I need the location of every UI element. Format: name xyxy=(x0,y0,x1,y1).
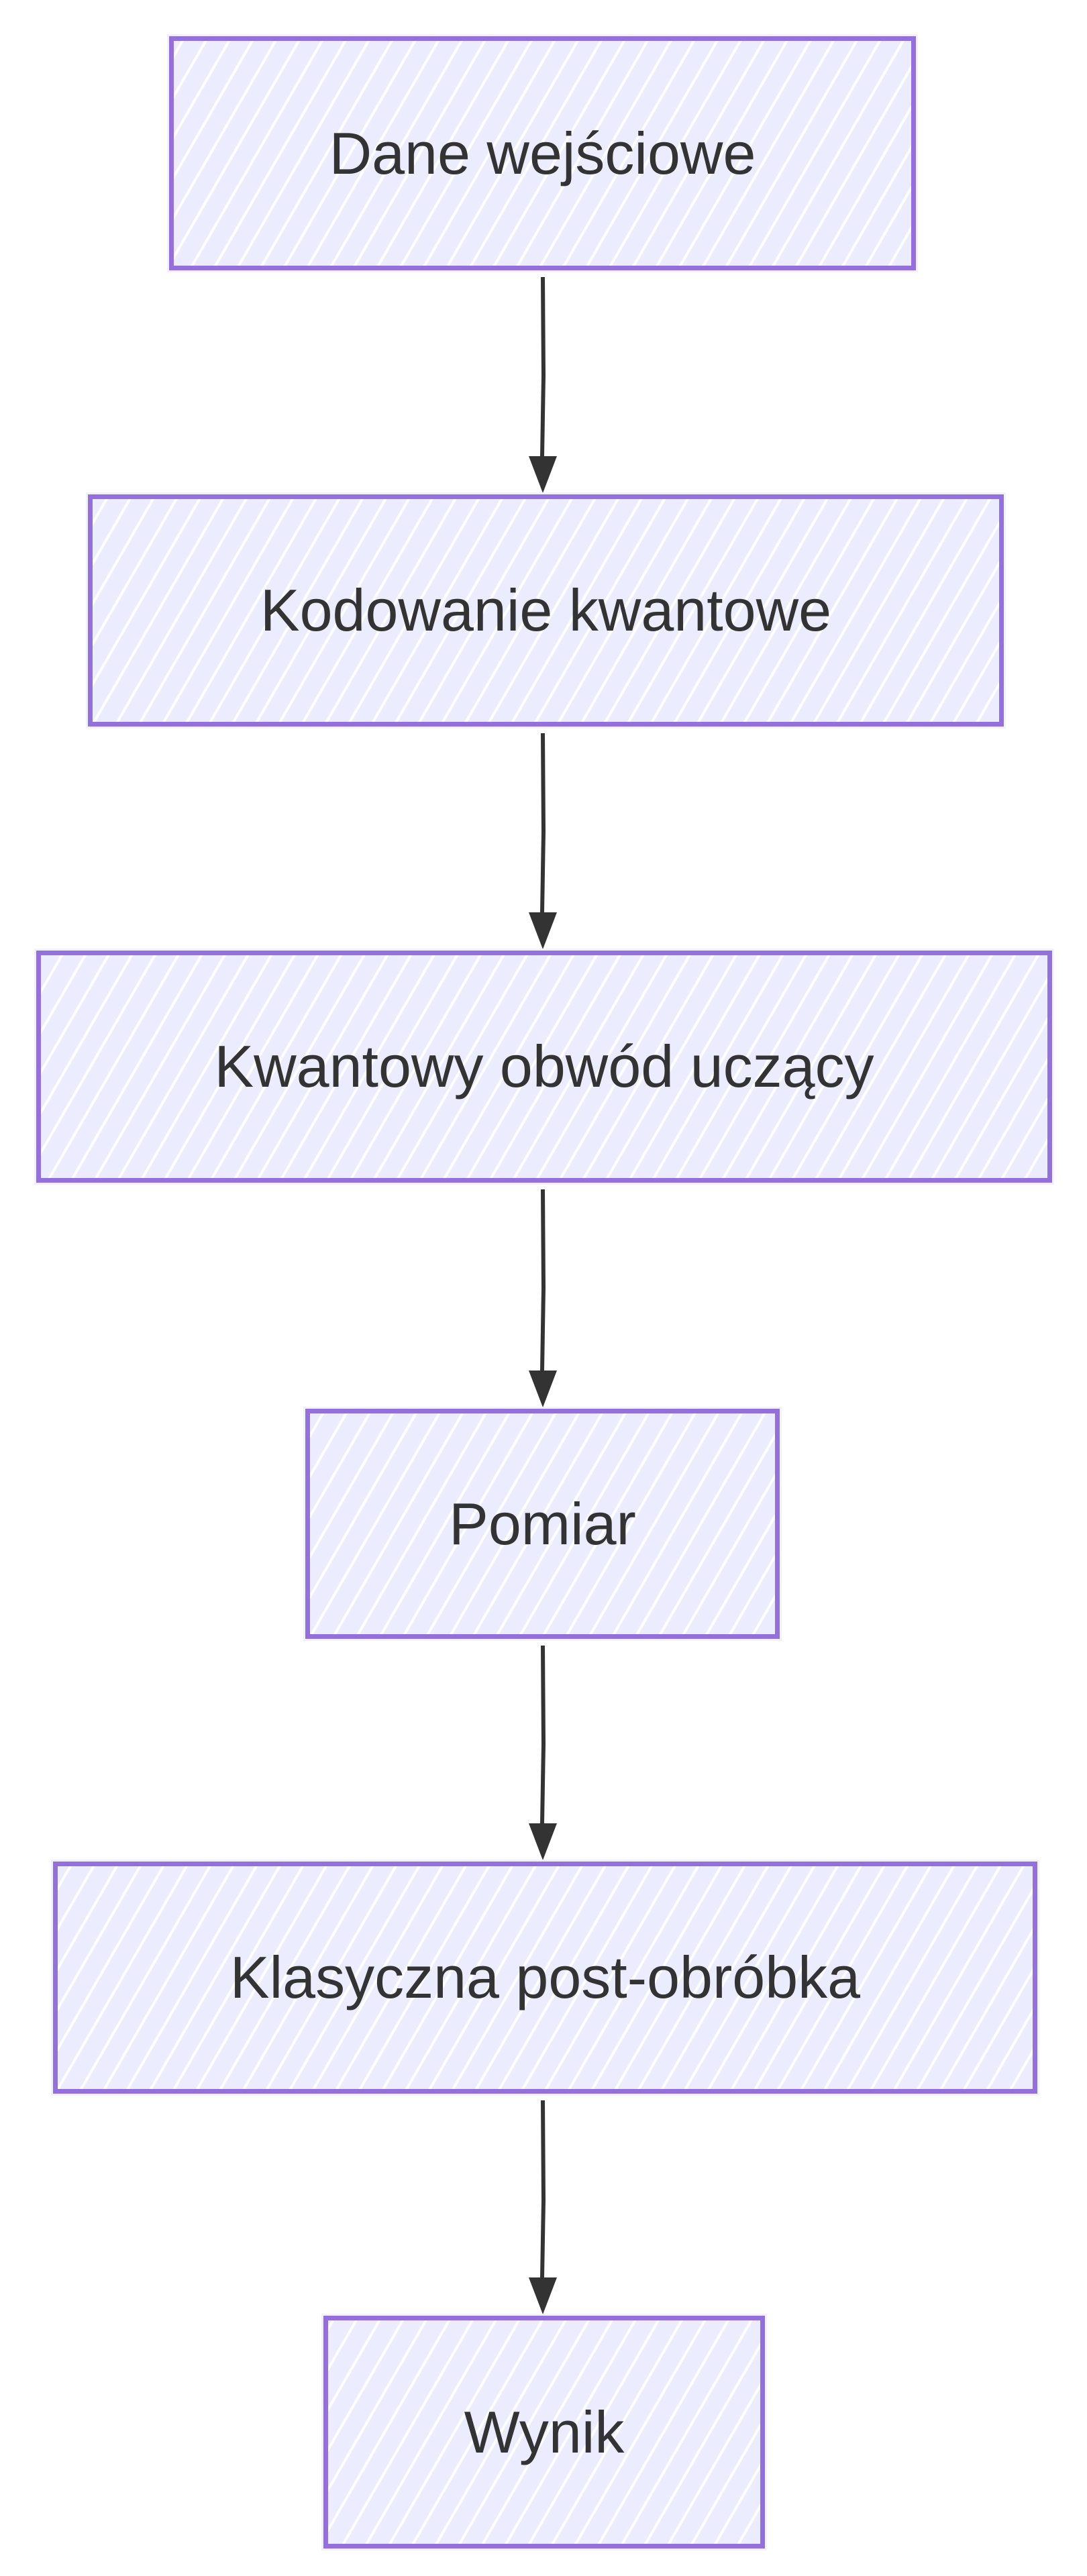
edge-n2-n3 xyxy=(540,733,546,913)
node-measurement: Pomiar xyxy=(305,1409,780,1639)
arrowhead-icon xyxy=(529,912,557,949)
edge-n3-n4 xyxy=(540,1189,546,1371)
node-label: Wynik xyxy=(464,2398,625,2465)
node-classical-postprocessing: Klasyczna post-obróbka xyxy=(53,1862,1037,2094)
node-label: Klasyczna post-obróbka xyxy=(229,1944,861,2010)
edge-n4-n5 xyxy=(540,1645,546,1824)
arrowhead-icon xyxy=(529,1371,557,1407)
node-label: Kodowanie kwantowe xyxy=(260,577,832,643)
edge-n5-n6 xyxy=(540,2100,546,2278)
node-input-data: Dane wejściowe xyxy=(169,36,916,270)
edge-n1-n2 xyxy=(540,276,546,457)
arrowhead-icon xyxy=(529,456,557,493)
node-quantum-encoding: Kodowanie kwantowe xyxy=(88,494,1004,727)
node-quantum-learning-circuit: Kwantowy obwód uczący xyxy=(36,951,1052,1183)
arrowhead-icon xyxy=(529,2277,557,2314)
node-label: Dane wejściowe xyxy=(329,119,756,186)
node-result: Wynik xyxy=(323,2316,765,2548)
arrowhead-icon xyxy=(529,1823,557,1860)
node-label: Kwantowy obwód uczący xyxy=(214,1033,874,1099)
node-label: Pomiar xyxy=(449,1490,636,1557)
